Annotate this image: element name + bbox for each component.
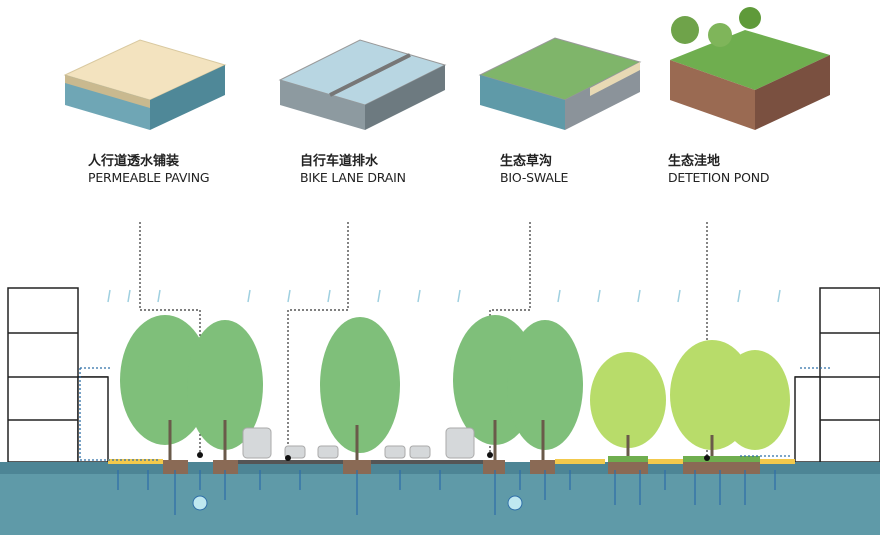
label-en: PERMEABLE PAVING [88, 170, 210, 185]
junction-dots [197, 452, 710, 461]
label-permeable-paving: 人行道透水铺装 PERMEABLE PAVING [88, 154, 210, 186]
detention-pond-block [670, 7, 830, 130]
label-detention-pond: 生态洼地 DETETION POND [668, 154, 769, 186]
trees [120, 315, 790, 460]
label-en: BIO-SWALE [500, 170, 569, 185]
building-left [7, 287, 109, 463]
label-bike-lane-drain: 自行车道排水 BIKE LANE DRAIN [300, 154, 406, 186]
drain-pipes [192, 495, 523, 511]
label-zh: 自行车道排水 [300, 154, 379, 169]
rain [107, 289, 781, 303]
label-zh: 人行道透水铺装 [88, 154, 180, 169]
permeable-paving-block [63, 39, 227, 130]
vehicles [242, 427, 475, 459]
label-en: DETETION POND [668, 170, 770, 185]
building-right [794, 287, 880, 463]
label-zh: 生态洼地 [668, 154, 721, 169]
infiltration-arrows [79, 367, 830, 515]
bio-swale-block [478, 37, 642, 130]
tree-pits [163, 460, 760, 474]
label-zh: 生态草沟 [500, 154, 553, 169]
label-bio-swale: 生态草沟 BIO-SWALE [500, 154, 568, 186]
bike-lane-drain-block [278, 39, 447, 130]
label-en: BIKE LANE DRAIN [300, 170, 406, 185]
